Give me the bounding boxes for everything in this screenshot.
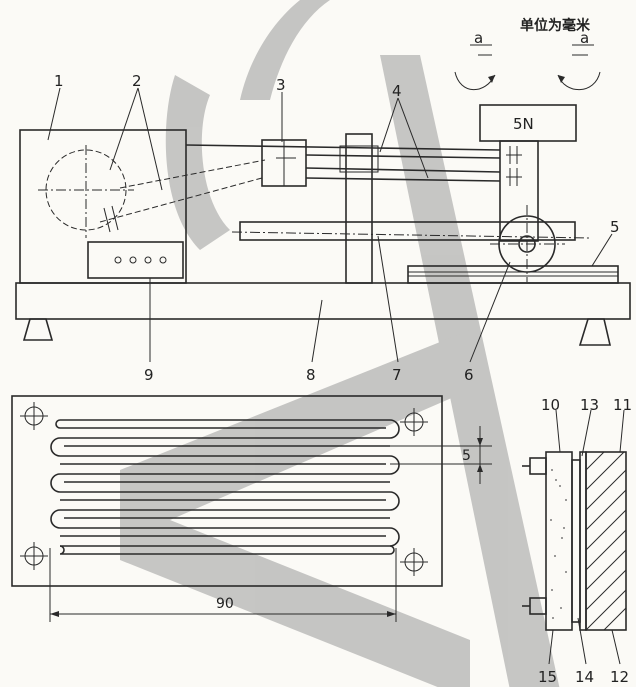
leader-lines-top bbox=[47, 87, 613, 363]
callout-10: 10 bbox=[541, 396, 560, 414]
callout-11: 11 bbox=[613, 396, 632, 414]
specimen-plate: 5 90 bbox=[11, 395, 492, 622]
control-panel bbox=[87, 241, 184, 279]
reciprocating-arm bbox=[239, 221, 576, 241]
callout-1: 1 bbox=[54, 72, 64, 90]
motor-box bbox=[19, 129, 187, 284]
dim-pitch: 5 bbox=[462, 448, 471, 464]
base-plate bbox=[15, 282, 631, 320]
mounting-hole-top-right bbox=[400, 408, 428, 436]
rotation-label-left: a bbox=[474, 29, 483, 47]
callout-15: 15 bbox=[538, 668, 557, 686]
unit-note: 单位为毫米 bbox=[520, 17, 591, 34]
callout-12: 12 bbox=[610, 668, 629, 686]
cross-section bbox=[522, 409, 627, 665]
load-weight-label: 5N bbox=[513, 115, 534, 133]
callout-5: 5 bbox=[610, 218, 620, 236]
drive-wheel bbox=[45, 149, 127, 231]
rotation-indicator-right: a bbox=[557, 29, 601, 91]
base-foot-left bbox=[22, 318, 54, 341]
guide-column bbox=[345, 133, 373, 284]
mounting-hole-bottom-left bbox=[20, 542, 48, 570]
callout-6: 6 bbox=[464, 366, 474, 384]
callout-8: 8 bbox=[306, 366, 316, 384]
mounting-hole-top-left bbox=[20, 402, 48, 430]
mounting-hole-bottom-right bbox=[400, 548, 428, 576]
machine-assembly: 5N bbox=[15, 104, 631, 346]
callout-13: 13 bbox=[580, 396, 599, 414]
dim-length: 90 bbox=[216, 596, 234, 612]
watermark bbox=[120, 0, 560, 687]
serpentine-track bbox=[50, 419, 400, 547]
callout-7: 7 bbox=[392, 366, 402, 384]
base-foot-right bbox=[578, 318, 612, 346]
callout-9: 9 bbox=[144, 366, 154, 384]
callout-4: 4 bbox=[392, 82, 402, 100]
callout-3: 3 bbox=[276, 76, 286, 94]
rotation-label-right: a bbox=[580, 29, 589, 47]
rotation-indicator-left: a bbox=[454, 29, 496, 91]
callout-2: 2 bbox=[132, 72, 142, 90]
callout-14: 14 bbox=[575, 668, 594, 686]
test-specimen bbox=[407, 265, 619, 284]
